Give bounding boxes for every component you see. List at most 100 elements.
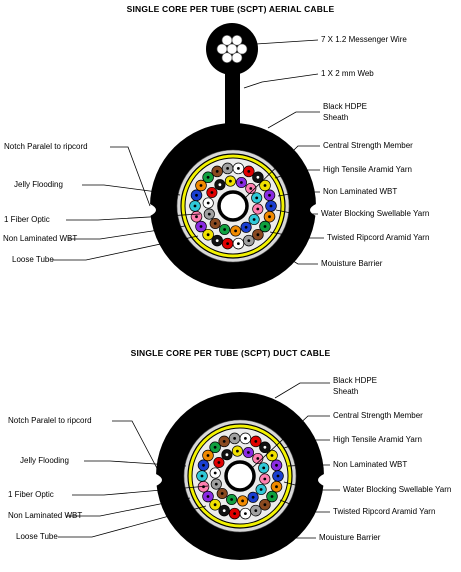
duct-fiber-core [263, 477, 267, 481]
duct-notch-left [156, 474, 162, 486]
aerial-loose-tubes [189, 162, 277, 250]
duct-label-non-laminated-right: Non Laminated WBT [333, 460, 408, 469]
duct-fiber-core [214, 482, 218, 486]
duct-fiber-core [254, 509, 258, 512]
aerial-label-non-laminated-left: Non Laminated WBT [3, 234, 78, 243]
duct-fiber-core [241, 499, 245, 503]
aerial-fiber-core [234, 229, 238, 233]
aerial-fiber-core [207, 212, 211, 216]
aerial-fiber-core [249, 187, 253, 190]
duct-fiber-core [206, 454, 210, 457]
duct-label-jelly: Jelly Flooding [20, 456, 69, 465]
aerial-messenger-strand [221, 52, 233, 64]
aerial-label-messenger-wire: 7 X 1.2 Messenger Wire [321, 35, 407, 44]
duct-fiber-core [244, 437, 247, 440]
duct-loose-tubes [196, 432, 284, 520]
aerial-label-sheath-line1: Black HDPE [323, 102, 368, 111]
aerial-label-web: 1 X 2 mm Web [321, 69, 374, 78]
aerial-fiber-core [226, 167, 230, 170]
duct-fiber-core [222, 440, 226, 443]
aerial-fiber-core [210, 191, 214, 194]
duct-fiber-core [263, 503, 267, 507]
aerial-fiber-core [215, 170, 219, 173]
aerial-notch-right [310, 204, 316, 216]
duct-cable-title: SINGLE CORE PER TUBE (SCPT) DUCT CABLE [130, 348, 331, 358]
aerial-fiber-core [223, 228, 227, 231]
duct-fiber-core [220, 492, 224, 495]
aerial-fiber-core [206, 201, 210, 205]
aerial-label-non-laminated-right: Non Laminated WBT [323, 187, 398, 196]
aerial-label-moisture-barrier: Mouisture Barrier [321, 259, 383, 268]
aerial-cable-cross-section [150, 23, 316, 289]
duct-notch-right [318, 474, 324, 486]
aerial-notch-left [150, 204, 156, 216]
aerial-fiber-core [252, 218, 256, 221]
aerial-messenger-strand [221, 34, 233, 46]
aerial-fiber-core [195, 193, 198, 197]
aerial-messenger-strand [236, 43, 248, 55]
duct-fiber-core [275, 463, 278, 467]
duct-fiber-core [222, 509, 226, 512]
duct-fiber-core [251, 495, 255, 499]
duct-label-aramid-yarn: High Tensile Aramid Yarn [333, 435, 422, 444]
aerial-fiber-core [193, 204, 197, 208]
duct-fiber-core [270, 495, 274, 498]
duct-fiber-core [262, 466, 266, 470]
aerial-fiber-core [218, 183, 222, 187]
duct-label-ripcord-yarn: Twisted Ripcord Aramid Yarn [333, 507, 436, 516]
duct-fiber-core [206, 495, 210, 498]
duct-fiber-core [275, 485, 278, 489]
aerial-label-notch: Notch Paralel to ripcord [4, 142, 88, 151]
duct-fiber-core [247, 451, 250, 454]
aerial-label-fiber: 1 Fiber Optic [4, 215, 50, 224]
duct-leader-lines [58, 382, 340, 539]
aerial-fiber-core [240, 181, 243, 184]
aerial-fiber-core [206, 233, 210, 237]
duct-label-moisture-barrier: Mouisture Barrier [319, 533, 381, 542]
duct-label-sheath-line1: Black HDPE [333, 376, 378, 385]
duct-label-central-member: Central Strength Member [333, 411, 423, 420]
aerial-messenger-strand [231, 34, 243, 46]
duct-fiber-core [259, 488, 263, 491]
aerial-fiber-core [215, 239, 219, 243]
aerial-messenger-strand [216, 43, 228, 55]
duct-label-fiber: 1 Fiber Optic [8, 490, 54, 499]
aerial-fiber-core [263, 225, 267, 228]
aerial-fiber-core [206, 175, 210, 179]
aerial-fiber-core [256, 175, 260, 179]
duct-label-notch: Notch Paralel to ripcord [8, 416, 92, 425]
duct-fiber-core [213, 471, 217, 475]
aerial-label-central-member: Central Strength Member [323, 141, 413, 150]
aerial-fiber-core [256, 233, 260, 237]
aerial-fiber-core [255, 196, 259, 200]
aerial-cable-title: SINGLE CORE PER TUBE (SCPT) AERIAL CABLE [126, 4, 335, 14]
aerial-label-ripcord-yarn: Twisted Ripcord Aramid Yarn [327, 233, 430, 242]
aerial-leader-lines [52, 39, 324, 265]
duct-fiber-core [213, 503, 217, 507]
aerial-fiber-core [247, 239, 251, 243]
aerial-fiber-core [268, 193, 271, 197]
aerial-label-jelly: Jelly Flooding [14, 180, 63, 189]
aerial-fiber-core [213, 222, 217, 225]
duct-fiber-core [233, 512, 237, 515]
duct-fiber-core [236, 449, 239, 453]
aerial-messenger-strands [216, 34, 248, 64]
aerial-messenger-strand [231, 52, 243, 64]
aerial-fiber-core [195, 215, 198, 219]
aerial-label-loose-tube: Loose Tube [12, 255, 54, 264]
duct-fiber-core [217, 461, 221, 464]
aerial-fiber-core [269, 204, 273, 208]
aerial-fiber-core [237, 167, 240, 170]
aerial-fiber-core [247, 170, 251, 173]
duct-fiber-core [244, 512, 247, 515]
aerial-web [225, 70, 240, 132]
duct-fiber-core [230, 498, 234, 501]
aerial-fiber-core [237, 242, 240, 246]
aerial-fiber-core [199, 225, 203, 228]
duct-label-loose-tube: Loose Tube [16, 532, 58, 541]
aerial-label-aramid-yarn: High Tensile Aramid Yarn [323, 165, 412, 174]
duct-fiber-core [213, 445, 217, 449]
duct-central-strength-member [224, 460, 256, 492]
duct-label-water-blocking: Water Blocking Swellable Yarn [343, 485, 452, 494]
